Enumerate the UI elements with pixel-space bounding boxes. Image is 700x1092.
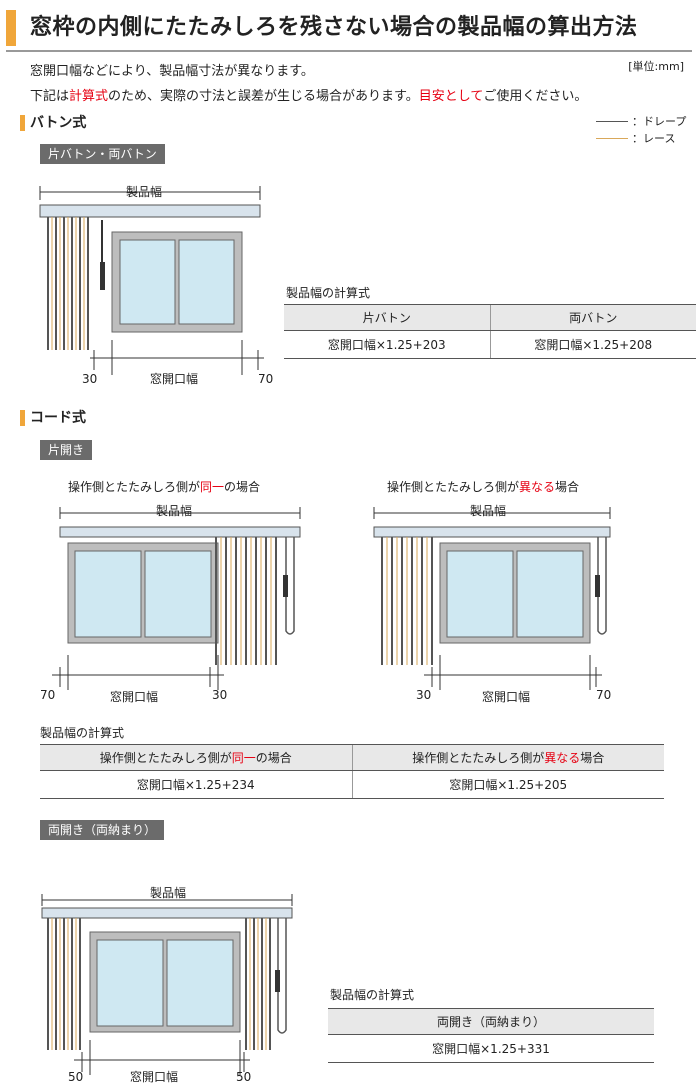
legend-drape-line	[596, 120, 628, 122]
window-pane-right	[144, 550, 212, 638]
lace-pleats	[386, 537, 428, 665]
baton-diagram	[39, 186, 264, 375]
left-margin-label: 30	[416, 688, 432, 702]
window-pane-left	[96, 939, 164, 1027]
curtain-rail	[39, 204, 261, 218]
curtain-rail	[59, 526, 301, 538]
left-margin-label: 50	[68, 1070, 84, 1084]
page-title: 窓枠の内側にたたみしろを残さない場合の製品幅の算出方法	[30, 15, 638, 40]
section-title-cord: コード式	[30, 410, 86, 426]
cord-double-diagram	[41, 894, 293, 1075]
intro-text: ご使用ください。	[483, 89, 588, 104]
cord	[597, 537, 607, 635]
cord-formula-table: 操作側とたたみしろ側が同一の場合 操作側とたたみしろ側が異なる場合 窓開口幅×1…	[40, 744, 664, 799]
tag-single-open: 片開き	[40, 440, 93, 460]
case-diff-label: 操作側とたたみしろ側が異なる場合	[387, 480, 580, 494]
formula-title: 製品幅の計算式	[286, 286, 371, 300]
legend-drape-label: ：ドレープ	[632, 115, 687, 128]
lace-pleats-right	[249, 918, 267, 1050]
opening-width-label: 窓開口幅	[482, 690, 531, 704]
table-cell: 窓開口幅×1.25+208	[489, 330, 696, 359]
product-width-label: 製品幅	[150, 886, 187, 900]
drape-pleats	[47, 217, 89, 350]
table-cell: 窓開口幅×1.25+331	[328, 1034, 654, 1063]
curtain-rail	[41, 907, 293, 919]
table-header: 操作側とたたみしろ側が同一の場合	[40, 744, 352, 771]
baton-formula-table: 片バトン 両バトン 窓開口幅×1.25+203 窓開口幅×1.25+208	[284, 304, 696, 359]
intro-highlight-guideline: 目安として	[418, 89, 484, 104]
window-pane-left	[446, 550, 514, 638]
table-header: 片バトン	[284, 304, 490, 331]
intro-highlight-formula: 計算式	[69, 89, 109, 104]
left-margin-label: 30	[82, 372, 98, 386]
tag-baton: 片バトン・両バトン	[40, 144, 165, 164]
title-accent	[6, 10, 16, 46]
drape-pleats	[215, 537, 277, 665]
title-divider	[6, 50, 692, 52]
window-pane-right	[516, 550, 584, 638]
cord	[285, 537, 295, 635]
window-pane-left	[74, 550, 142, 638]
product-width-label: 製品幅	[126, 185, 163, 199]
formula-title: 製品幅の計算式	[40, 726, 125, 740]
table-header: 両開き（両納まり）	[328, 1008, 654, 1035]
intro-line-1: 窓開口幅などにより、製品幅寸法が異なります。	[30, 64, 314, 79]
table-header: 両バトン	[489, 304, 696, 331]
legend-drape: ：ドレープ	[596, 113, 686, 129]
table-cell: 窓開口幅×1.25+205	[351, 770, 664, 799]
legend-lace-label: ：レース	[632, 132, 676, 145]
right-margin-label: 70	[258, 372, 274, 386]
product-width-label: 製品幅	[470, 504, 507, 518]
opening-width-label: 窓開口幅	[110, 690, 159, 704]
product-width-label: 製品幅	[156, 504, 193, 518]
opening-width-label: 窓開口幅	[130, 1070, 179, 1084]
intro-text: 下記は	[30, 89, 70, 104]
window-pane-right	[166, 939, 234, 1027]
unit-label: [単位:mm]	[628, 60, 684, 73]
intro-line-2: 下記は計算式のため、実際の寸法と誤差が生じる場合があります。目安としてご使用くだ…	[30, 88, 587, 106]
cord-diff-diagram	[373, 507, 611, 690]
window-pane-right	[178, 239, 235, 325]
right-margin-label: 30	[212, 688, 228, 702]
table-cell: 窓開口幅×1.25+234	[40, 770, 352, 799]
cord	[277, 918, 287, 1034]
drape-pleats-right	[245, 918, 271, 1050]
lace-pleats-left	[51, 918, 77, 1050]
case-same-label: 操作側とたたみしろ側が同一の場合	[68, 480, 261, 494]
intro-text: のため、実際の寸法と誤差が生じる場合があります。	[108, 89, 419, 104]
lace-pleats	[220, 537, 272, 665]
curtain-rail	[373, 526, 611, 538]
legend-lace-line	[596, 137, 628, 139]
tag-double-open: 両開き（両納まり）	[40, 820, 165, 840]
section-title-baton: バトン式	[30, 115, 87, 131]
left-margin-label: 70	[40, 688, 56, 702]
cord-same-diagram	[52, 507, 301, 690]
double-formula-table: 両開き（両納まり） 窓開口幅×1.25+331	[328, 1008, 654, 1063]
table-cell: 窓開口幅×1.25+203	[284, 330, 490, 359]
window-pane-left	[119, 239, 176, 325]
right-margin-label: 70	[596, 688, 612, 702]
drape-pleats	[381, 537, 433, 665]
opening-width-label: 窓開口幅	[150, 372, 199, 386]
drape-pleats-left	[47, 918, 81, 1050]
lace-pleats	[51, 217, 85, 350]
legend-lace: ：レース	[596, 130, 675, 146]
section-marker	[20, 410, 25, 426]
table-header: 操作側とたたみしろ側が異なる場合	[351, 744, 664, 771]
right-margin-label: 50	[236, 1070, 252, 1084]
section-marker	[20, 115, 25, 131]
formula-title: 製品幅の計算式	[330, 988, 415, 1002]
